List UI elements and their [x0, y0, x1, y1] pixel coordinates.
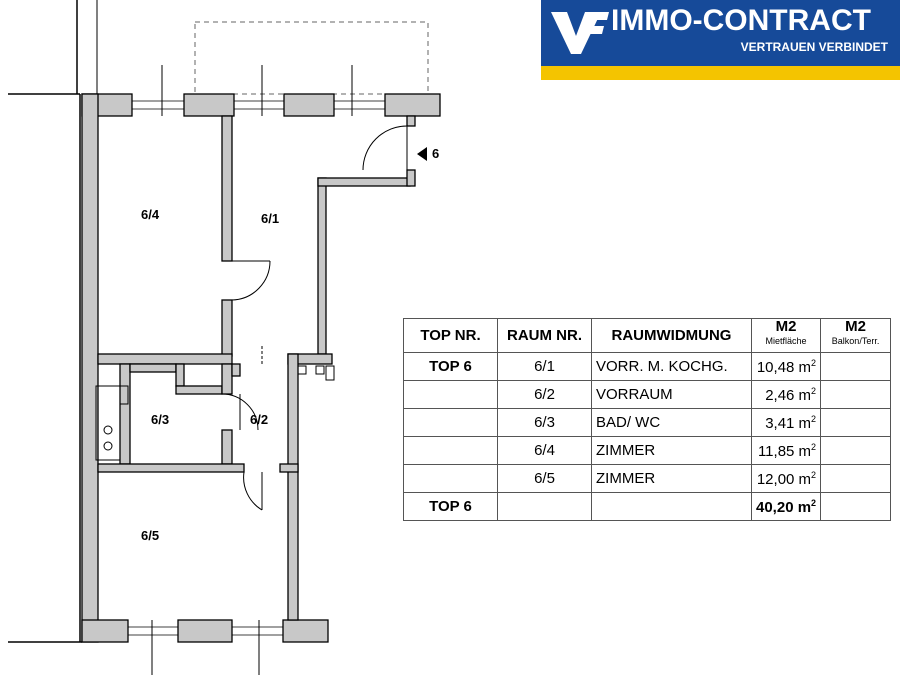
- cell-top: [403, 464, 498, 493]
- cell-raum: 6/3: [497, 408, 592, 437]
- header-m2-sub: Mietfläche: [765, 336, 807, 346]
- cell-top: [403, 408, 498, 437]
- cell-total-balkon: [820, 492, 892, 521]
- cell-balkon: [820, 436, 892, 465]
- doors: [221, 125, 408, 511]
- cell-raum: 6/4: [497, 436, 592, 465]
- logo-mark-icon: [551, 12, 609, 54]
- cell-top: TOP 6: [403, 352, 498, 381]
- entrance-label: 6: [432, 146, 439, 161]
- cell-use: ZIMMER: [591, 464, 752, 493]
- header-raumwidmung: RAUMWIDMUNG: [591, 318, 752, 353]
- balcony-outline: [194, 21, 429, 95]
- room-label-6-2: 6/2: [250, 412, 268, 427]
- walls: [81, 93, 441, 643]
- windows: [128, 100, 385, 636]
- cell-total-use: [591, 492, 752, 521]
- cell-total-raum: [497, 492, 592, 521]
- cell-use: BAD/ WC: [591, 408, 752, 437]
- header-m2-balkon-label: M2: [845, 318, 866, 335]
- room-label-6-3: 6/3: [151, 412, 169, 427]
- cell-area: 3,41 m2: [750, 408, 822, 437]
- room-label-6-5: 6/5: [141, 528, 159, 543]
- cell-area: 11,85 m2: [750, 436, 822, 465]
- cell-area: 2,46 m2: [750, 380, 822, 409]
- table-row: 6/5 ZIMMER 12,00 m2: [403, 464, 892, 493]
- bathroom-fixtures: [95, 385, 129, 461]
- cell-raum: 6/5: [497, 464, 592, 493]
- room-label-6-1: 6/1: [261, 211, 279, 226]
- logo-tagline: VERTRAUEN VERBINDET: [740, 40, 888, 54]
- cell-use: VORRAUM: [591, 380, 752, 409]
- header-raum-nr: RAUM NR.: [497, 318, 592, 353]
- table-header-row: TOP NR. RAUM NR. RAUMWIDMUNG M2 Mietfläc…: [403, 318, 892, 353]
- header-m2-label: M2: [775, 318, 797, 335]
- cell-balkon: [820, 464, 892, 493]
- table-row: TOP 6 6/1 VORR. M. KOCHG. 10,48 m2: [403, 352, 892, 381]
- cell-use: ZIMMER: [591, 436, 752, 465]
- cell-balkon: [820, 380, 892, 409]
- area-table: TOP NR. RAUM NR. RAUMWIDMUNG M2 Mietfläc…: [403, 318, 892, 521]
- cell-total-area: 40,20 m2: [750, 492, 822, 521]
- cell-balkon: [820, 352, 892, 381]
- logo-brand-text: IMMO-CONTRACT: [611, 4, 871, 37]
- shaft-markers: [297, 365, 335, 381]
- table-row: 6/2 VORRAUM 2,46 m2: [403, 380, 892, 409]
- cell-total-top: TOP 6: [403, 492, 498, 521]
- table-total-row: TOP 6 40,20 m2: [403, 492, 892, 521]
- table-row: 6/3 BAD/ WC 3,41 m2: [403, 408, 892, 437]
- cell-raum: 6/2: [497, 380, 592, 409]
- header-m2-mietflaeche: M2 Mietfläche: [750, 318, 822, 353]
- window-markers-top: [151, 65, 353, 675]
- cell-raum: 6/1: [497, 352, 592, 381]
- header-m2-balkon-sub: Balkon/Terr.: [831, 336, 880, 346]
- header-top-nr: TOP NR.: [403, 318, 498, 353]
- cell-top: [403, 380, 498, 409]
- company-logo: IMMO-CONTRACT VERTRAUEN VERBINDET: [541, 0, 900, 80]
- cell-balkon: [820, 408, 892, 437]
- table-row: 6/4 ZIMMER 11,85 m2: [403, 436, 892, 465]
- room-label-6-4: 6/4: [141, 207, 160, 222]
- cell-area: 10,48 m2: [750, 352, 822, 381]
- entrance-arrow-icon: [417, 147, 427, 161]
- cell-top: [403, 436, 498, 465]
- cell-use: VORR. M. KOCHG.: [591, 352, 752, 381]
- cell-area: 12,00 m2: [750, 464, 822, 493]
- header-m2-balkon: M2 Balkon/Terr.: [820, 318, 892, 353]
- logo-blue-band: IMMO-CONTRACT VERTRAUEN VERBINDET: [541, 0, 900, 66]
